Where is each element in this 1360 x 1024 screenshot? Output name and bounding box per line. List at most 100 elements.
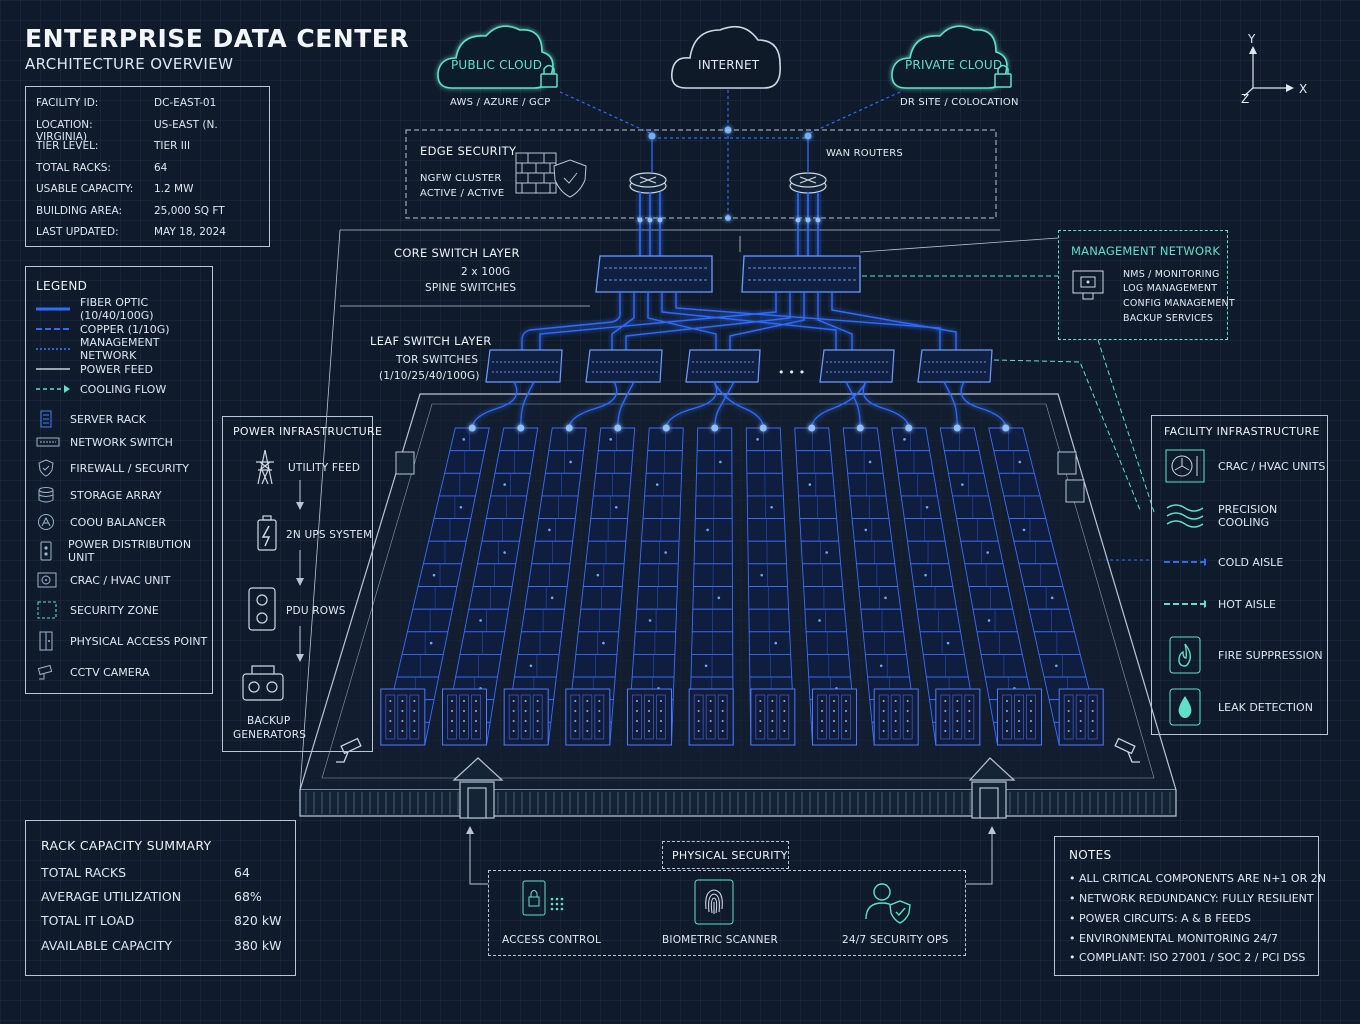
zone-icon (36, 601, 70, 619)
capacity-value: 380 kW (234, 938, 282, 953)
physical-security-title-box: PHYSICAL SECURITY (662, 841, 789, 869)
fiber-link (862, 381, 910, 429)
physical-security-label: 24/7 SECURITY OPS (842, 934, 949, 946)
note-item: • ENVIRONMENTAL MONITORING 24/7 (1069, 932, 1278, 945)
fact-row: BUILDING AREA: 25,000 SQ FT (36, 205, 225, 217)
legend-item: STORAGE ARRAY (36, 485, 162, 505)
fact-row: TIER LEVEL:TIER III (36, 140, 190, 152)
facility-infra-title: FACILITY INFRASTRUCTURE (1164, 425, 1320, 438)
firewall-icon (515, 152, 587, 198)
copper-line-icon (36, 321, 70, 337)
server-rack-icon (36, 410, 70, 428)
power-backup-2: GENERATORS (233, 729, 307, 741)
fiber-link (943, 381, 958, 429)
generator-icon (242, 665, 284, 701)
server-rack-row (939, 424, 1043, 746)
wan-routers-label: WAN ROUTERS (826, 148, 903, 159)
axis-y-label: Y (1248, 32, 1256, 46)
page-title: ENTERPRISE DATA CENTER (25, 24, 410, 53)
facility-item: LEAK DETECTION (1164, 687, 1313, 727)
capacity-value: 64 (234, 865, 250, 880)
internet-cloud-shape (670, 25, 781, 89)
legend-label: SERVER RACK (70, 412, 147, 426)
legend-label: CCTV CAMERA (70, 665, 150, 679)
fact-key: BUILDING AREA: (36, 205, 122, 217)
shield-icon (36, 459, 70, 477)
keypad-lock-icon (521, 879, 567, 923)
pdu-icon (36, 541, 68, 561)
facility-item: COLD AISLE (1164, 542, 1283, 582)
facility-label: FIRE SUPPRESSION (1218, 648, 1323, 662)
legend-item: CRAC / HVAC UNIT (36, 570, 170, 590)
fact-value: MAY 18, 2024 (154, 226, 226, 238)
note-text: ENVIRONMENTAL MONITORING 24/7 (1079, 932, 1278, 945)
private-cloud-shape (891, 25, 1008, 89)
leaf-layer-title: LEAF SWITCH LAYER (370, 334, 492, 348)
facility-label: HOT AISLE (1218, 597, 1276, 611)
notes-title: NOTES (1069, 848, 1112, 862)
public-cloud-label: PUBLIC CLOUD (451, 58, 543, 72)
legend-item: FIREWALL / SECURITY (36, 458, 189, 478)
legend-label: POWER DISTRIBUTION UNIT (68, 538, 192, 564)
server-rack-row (988, 424, 1104, 746)
facility-label: LEAK DETECTION (1218, 700, 1313, 714)
pdu-icon (248, 587, 276, 631)
page-subtitle: ARCHITECTURE OVERVIEW (25, 55, 234, 73)
management-item: CONFIG MANAGEMENT (1123, 298, 1235, 309)
edge-line2: ACTIVE / ACTIVE (420, 188, 505, 199)
legend-label: COOU BALANCER (70, 515, 167, 529)
legend-label: STORAGE ARRAY (70, 488, 162, 502)
capacity-value: 820 kW (234, 913, 282, 928)
server-rack-row (745, 424, 796, 746)
facility-item: HOT AISLE (1164, 584, 1276, 624)
cooling-flow-icon (36, 381, 70, 397)
storage-icon (36, 487, 70, 503)
legend-item: PHYSICAL ACCESS POINT (36, 631, 207, 651)
facility-infrastructure-panel: FACILITY INFRASTRUCTURE CRAC / HVAC UNIT… (1151, 415, 1328, 735)
power-line-icon (36, 361, 70, 377)
server-rack-row (688, 424, 734, 746)
note-text: POWER CIRCUITS: A & B FEEDS (1079, 912, 1251, 925)
fact-value: 1.2 MW (154, 183, 194, 195)
fiber-link (845, 381, 861, 429)
private-cloud-sub: DR SITE / COLOCATION (900, 97, 1019, 108)
facility-info-panel: FACILITY ID:DC-EAST-01 LOCATION:US-EAST … (25, 86, 270, 247)
fiber-link (665, 381, 718, 429)
server-rack-row (503, 424, 587, 746)
server-rack-row (380, 424, 490, 746)
note-text: COMPLIANT: ISO 27001 / SOC 2 / PCI DSS (1079, 951, 1306, 964)
management-title: MANAGEMENT NETWORK (1071, 244, 1221, 258)
fingerprint-icon (694, 879, 734, 929)
axis-x-label: X (1299, 82, 1308, 96)
legend-item: NETWORK SWITCH (36, 432, 173, 452)
fiber-link (714, 381, 735, 429)
hot-aisle-arrow-icon (1164, 585, 1206, 623)
fiber-link (471, 381, 518, 429)
load-balancer-icon (36, 514, 70, 530)
legend-item: SERVER RACK (36, 409, 146, 429)
note-text: ALL CRITICAL COMPONENTS ARE N+1 OR 2N (1079, 872, 1326, 885)
cold-aisle-arrow-icon (1164, 543, 1206, 581)
server-rack-row (842, 424, 919, 746)
management-item: BACKUP SERVICES (1123, 313, 1214, 324)
fact-value: 25,000 SQ FT (154, 205, 225, 217)
battery-icon (257, 515, 277, 551)
note-text: NETWORK REDUNDANCY: FULLY RESILIENT (1079, 892, 1314, 905)
facility-label: COLD AISLE (1218, 555, 1284, 569)
lock-icon (540, 64, 1012, 88)
notes-panel: NOTES • ALL CRITICAL COMPONENTS ARE N+1 … (1054, 836, 1326, 976)
management-item: LOG MANAGEMENT (1123, 283, 1218, 294)
legend-label: MANAGEMENT NETWORK (80, 336, 160, 362)
capacity-title: RACK CAPACITY SUMMARY (41, 838, 212, 853)
management-item: NMS / MONITORING (1123, 269, 1220, 280)
facility-label: PRECISION COOLING (1218, 503, 1278, 529)
leaf-line2: (1/10/25/40/100G) (379, 370, 480, 382)
fact-value: US-EAST (N. VIRGINIA) (36, 119, 218, 143)
fact-row: TOTAL RACKS:64 (36, 162, 167, 174)
axis-z-label: Z (1241, 92, 1250, 106)
core-line2: SPINE SWITCHES (425, 282, 517, 294)
capacity-key: TOTAL IT LOAD (41, 913, 135, 928)
